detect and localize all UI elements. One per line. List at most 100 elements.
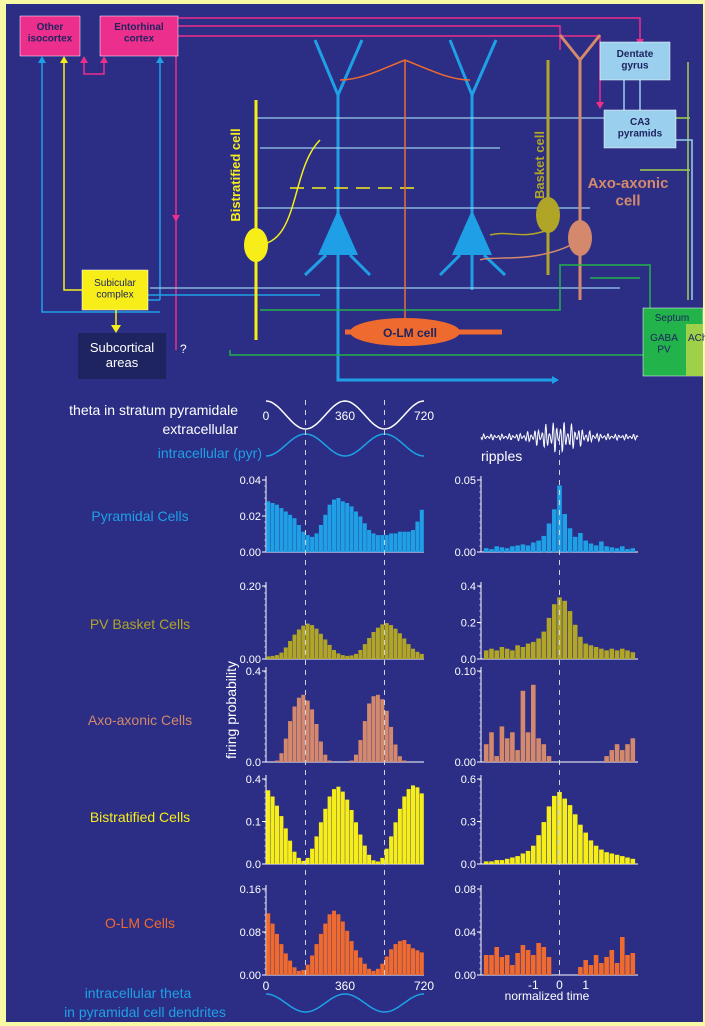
y-tick-label: 0.00 — [455, 757, 476, 769]
histogram-bar — [541, 744, 547, 762]
y-tick-label: 0.16 — [240, 884, 261, 896]
bottom-line1: intracellular theta — [85, 985, 192, 1001]
histogram-bar — [362, 845, 367, 864]
histogram-bar — [354, 754, 358, 762]
histogram-bar — [536, 638, 541, 659]
histogram-bar — [504, 648, 510, 659]
histogram-bar — [393, 628, 398, 659]
histogram-bar — [279, 508, 284, 552]
histogram-bar — [541, 631, 547, 659]
ripple-histogram: 0.000.10 — [455, 666, 638, 769]
histogram-bar — [599, 963, 604, 975]
histogram-bar — [604, 957, 609, 975]
theta-histogram: 0.00.10.4 — [246, 774, 424, 871]
histogram-bar — [397, 756, 402, 762]
histogram-bar — [384, 623, 389, 659]
row-label: PV Basket Cells — [90, 616, 190, 632]
histogram-bar — [625, 955, 630, 975]
histogram-bar — [609, 853, 615, 864]
blue-arrowheads — [38, 56, 559, 384]
histogram-bar — [599, 849, 604, 864]
histogram-bar — [327, 914, 332, 975]
histogram-bar — [510, 965, 515, 975]
histogram-bar — [604, 852, 609, 864]
histogram-bar — [362, 644, 367, 659]
y-tick-label: 0.20 — [240, 581, 261, 593]
histogram-bar — [397, 808, 402, 864]
histogram-bar — [546, 806, 552, 864]
histogram-bar — [614, 854, 620, 864]
histogram-bar — [275, 655, 279, 659]
histogram-bar — [354, 950, 358, 975]
olm-cell-label: O-LM cell — [383, 326, 437, 340]
histogram-bar — [380, 535, 385, 552]
y-tick-label: 0.0 — [246, 757, 261, 769]
firing-histograms: 0.000.020.040.000.050.000.200.00.20.40.0… — [240, 400, 638, 993]
histogram-bar — [384, 535, 389, 552]
histogram-bar — [384, 848, 389, 864]
histogram-bar — [336, 786, 341, 864]
y-tick-label: 0.0 — [246, 859, 261, 871]
histogram-bar — [349, 506, 354, 552]
y-tick-label: 0.1 — [246, 817, 261, 829]
theta-intracellular-trace — [265, 433, 425, 457]
histogram-bar — [345, 503, 350, 552]
olm-cell — [339, 59, 502, 346]
histogram-bar — [371, 696, 376, 762]
histogram-bar — [588, 645, 594, 659]
histogram-bar — [393, 822, 398, 864]
histogram-bar — [504, 548, 510, 552]
histogram-bar — [494, 650, 499, 659]
histogram-bar — [494, 947, 499, 975]
histogram-bar — [531, 684, 536, 762]
histogram-bar — [483, 548, 489, 552]
histogram-bar — [625, 744, 630, 762]
histogram-bar — [489, 861, 494, 864]
histogram-bar — [609, 750, 615, 762]
histogram-bar — [625, 857, 630, 864]
histogram-bar — [283, 828, 288, 864]
histogram-bar — [406, 644, 411, 659]
histogram-bar — [292, 706, 297, 762]
histogram-bar — [380, 963, 385, 975]
histogram-bar — [358, 957, 363, 975]
histogram-bar — [318, 633, 323, 659]
histogram-bar — [609, 950, 615, 975]
ripple-histogram: 0.000.040.08 — [455, 884, 638, 982]
histogram-bar — [525, 643, 531, 659]
histogram-bar — [504, 858, 510, 864]
histogram-bar — [384, 956, 389, 975]
y-tick-label: 0.00 — [240, 970, 261, 982]
histogram-bar — [557, 485, 562, 552]
bistratified-cell — [244, 100, 321, 340]
theta-histogram: 0.00.4 — [246, 666, 424, 769]
histogram-bar — [314, 724, 319, 762]
theta-tick-label: 360 — [335, 409, 355, 423]
histogram-bar — [270, 923, 275, 975]
histogram-bar — [327, 644, 332, 659]
histogram-bar — [630, 652, 636, 659]
histogram-bar — [397, 531, 402, 552]
histogram-bar — [541, 822, 547, 864]
histogram-bar — [620, 648, 625, 659]
histogram-bar — [375, 968, 380, 975]
ripple-histogram: 0.00.30.6 — [461, 774, 638, 871]
histogram-bar — [415, 950, 420, 975]
histogram-bar — [358, 516, 363, 552]
histogram-bar — [406, 531, 411, 552]
bottom-line2: in pyramidal cell dendrites — [64, 1004, 226, 1020]
histogram-bar — [567, 805, 573, 864]
histogram-bar — [599, 541, 604, 552]
histogram-bar — [483, 955, 489, 975]
histogram-bar — [292, 634, 297, 659]
y-tick-label: 0.3 — [461, 817, 476, 829]
histogram-bar — [292, 518, 297, 552]
histogram-bar — [552, 604, 557, 659]
histogram-bar — [301, 694, 306, 762]
histogram-bar — [499, 860, 505, 864]
histogram-bar — [266, 501, 271, 552]
